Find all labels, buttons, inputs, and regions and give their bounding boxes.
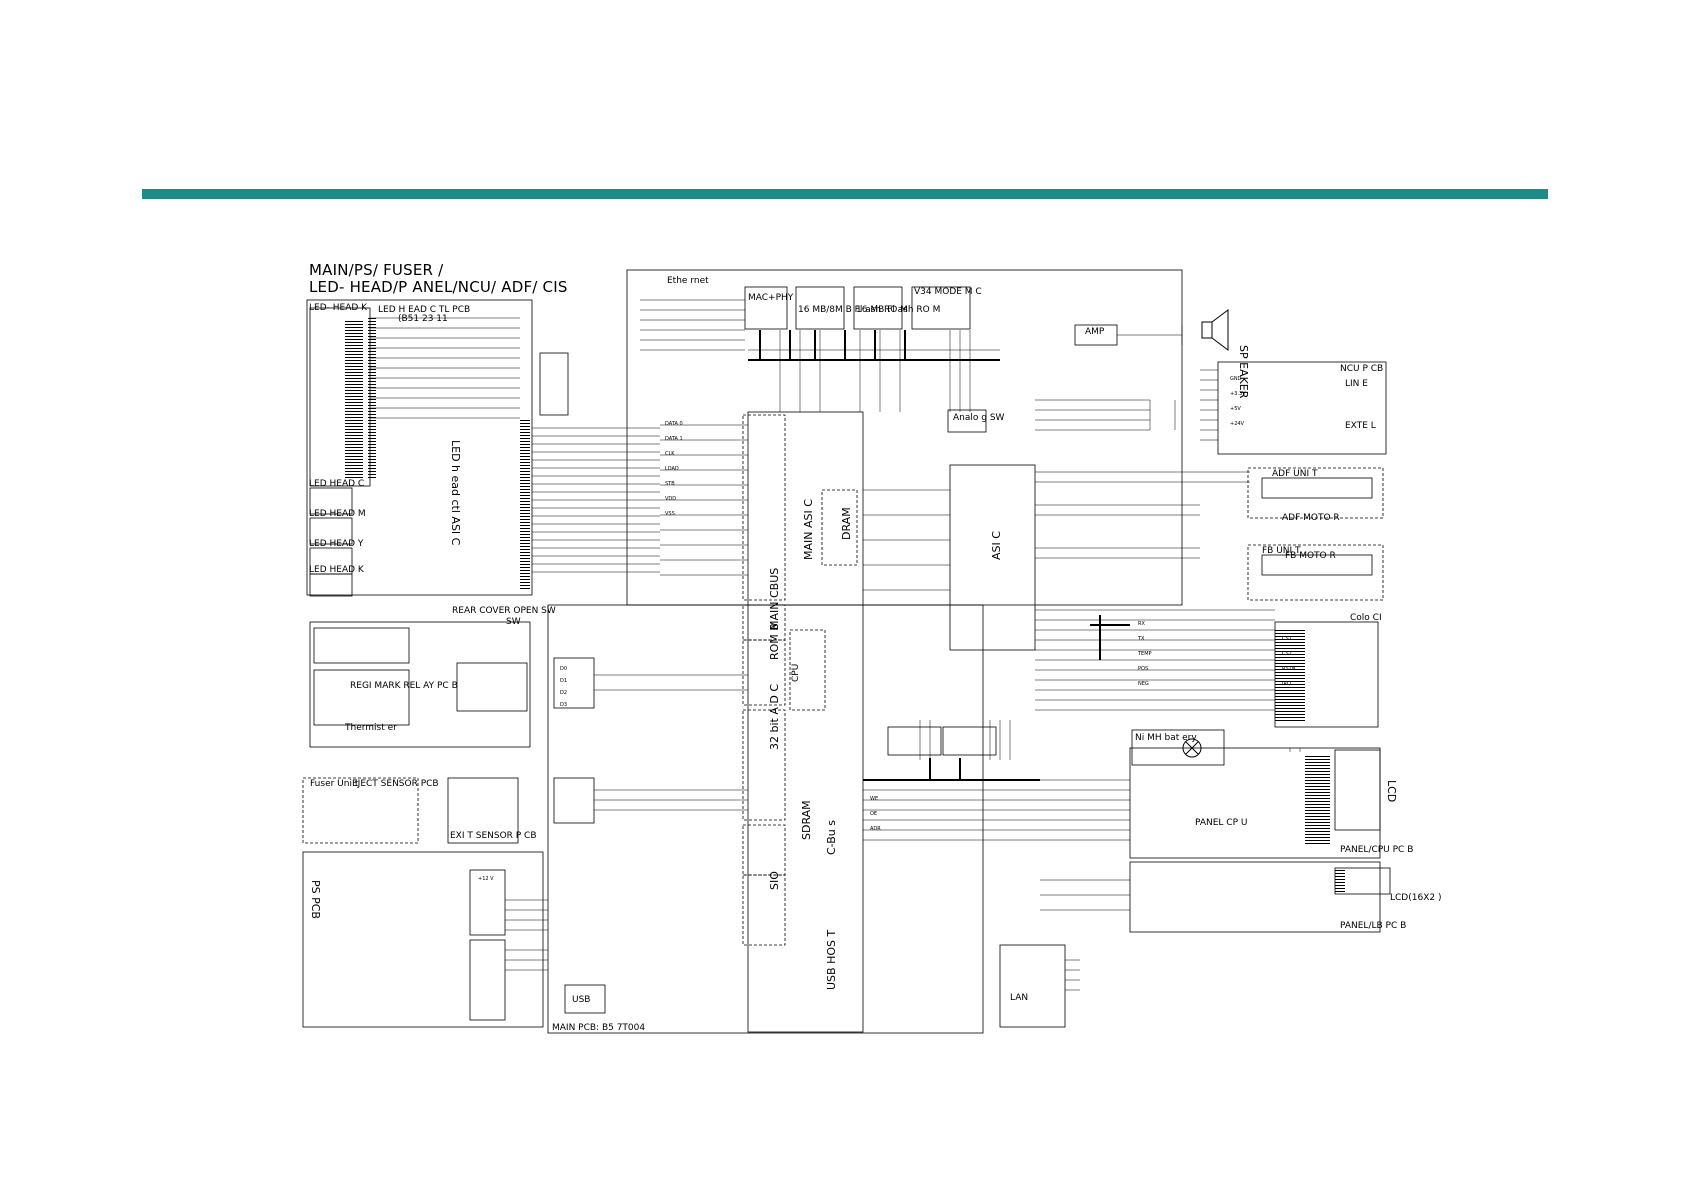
main-cbus-label: MAIN CBUS (768, 568, 781, 630)
fuser-unit-label: Fuser Uni t (310, 779, 359, 789)
thermistor-label: Thermist er (344, 723, 397, 733)
title-line-1: MAIN/PS/ FUSER / (309, 261, 444, 279)
main-pcb-label: MAIN PCB: B5 7T004 (552, 1023, 645, 1033)
fb-unit-label: FB UNI T (1262, 546, 1301, 556)
led-head-m-label: LED HEAD M (309, 509, 366, 519)
sdram-label: SDRAM (800, 800, 813, 840)
sio-label: SIO (768, 871, 781, 890)
pin-label: ADR (870, 826, 881, 832)
pin-label: NEG (1138, 681, 1149, 687)
sw-label: SW (506, 617, 521, 627)
analog-sw-label: Analo g SW (953, 413, 1005, 423)
v34-modem-label: V34 MODE M C (914, 287, 982, 297)
pin-label: +3.3V (1230, 391, 1246, 397)
pin-label: OE (870, 811, 877, 817)
pin-label: VDD (665, 496, 676, 502)
pin-label: TEMP (1137, 651, 1152, 657)
pin-label: D3 (560, 702, 567, 708)
asic-label: ASI C (990, 531, 1003, 560)
pin-label: IRQ (1282, 681, 1291, 687)
pin-label: DATA 1 (665, 436, 683, 442)
pin-label: CS1 (1282, 636, 1292, 642)
rom-b-label: ROM B (768, 623, 781, 660)
speaker-icon (1201, 309, 1229, 351)
panel-lower-pcb-label: PANEL/LB PC B (1340, 921, 1406, 931)
led-ctl-pcb-label: LED H EAD C TL PCB (378, 305, 470, 315)
pin-label: POS (1138, 666, 1148, 672)
pin-label: +5V (1230, 406, 1241, 412)
battery-icon (1182, 738, 1202, 758)
cis-label: Colo CI (1350, 613, 1382, 623)
pin-label: LOAD (665, 466, 679, 472)
pin-label: D2 (560, 690, 567, 696)
regi-mark-label: REGI MARK REL AY PC B (350, 681, 458, 691)
adf-motor-label: ADF MOTO R (1282, 513, 1340, 523)
pin-label: CS2 (1282, 651, 1292, 657)
dram-label: DRAM (840, 507, 853, 540)
ncu-line-label: LIN E (1345, 379, 1368, 389)
pin-label: VSS (665, 511, 675, 517)
page-title: MAIN/PS/ FUSER / LED- HEAD/P ANEL/NCU/ A… (309, 262, 568, 296)
fb-motor-label: FB MOTO R (1285, 551, 1336, 561)
lcd-label: LCD (1385, 780, 1398, 802)
lcd-line-label: LCD(16X2 ) (1390, 893, 1441, 903)
mac-phy-label: MAC+PHY (748, 293, 794, 303)
rear-cover-label: REAR COVER OPEN SW (452, 606, 556, 616)
ncu-ext-label: EXTE L (1345, 421, 1376, 431)
pin-label: +24V (1230, 421, 1245, 427)
panel-upper-pcb-label: PANEL/CPU PC B (1340, 845, 1413, 855)
ncu-pcb-label: NCU P CB (1340, 364, 1383, 374)
led-head-y-label: LED HEAD Y (309, 539, 364, 549)
speaker-label: SP EAKER (1237, 345, 1250, 399)
ps-pcb-label: PS PCB (309, 880, 322, 919)
pin-label: CLK (665, 451, 675, 457)
pin-label: WE (870, 796, 878, 802)
cbus-label: C-Bu s (825, 820, 838, 855)
pin-label: D1 (560, 678, 567, 684)
bus-32bit-label: 32 bit A D C (768, 684, 781, 750)
amp-label: AMP (1085, 327, 1105, 337)
pin-label: RX (1138, 621, 1145, 627)
pin-label: RSTN (1282, 666, 1296, 672)
flash-rom-2-label: 16 MB Fl ash RO M (856, 305, 940, 315)
pin-label: +12 V (478, 876, 494, 882)
title-line-2: LED- HEAD/P ANEL/NCU/ ADF/ CIS (309, 278, 568, 296)
panel-cpu-label: PANEL CP U (1195, 818, 1247, 828)
usb-label: USB (572, 995, 590, 1005)
led-head-c-label: LED HEAD C (309, 479, 364, 489)
led-head-k-top-label: LED- HEAD K (309, 303, 368, 313)
led-ctl-part-label: (B51 23 11 (398, 314, 448, 324)
pin-label: DATA 0 (665, 421, 683, 427)
pin-label: GND (1230, 376, 1242, 382)
main-asic-label: MAIN ASI C (802, 499, 815, 560)
usb-host-label: USB HOS T (825, 930, 838, 990)
exit-sensor-label: EXI T SENSOR P CB (450, 831, 537, 841)
nimh-battery-label: Ni MH bat ery (1135, 733, 1197, 743)
pin-label: STB (665, 481, 675, 487)
ethernet-label: Ethe rnet (667, 276, 709, 286)
adf-unit-label: ADF UNI T (1272, 469, 1318, 479)
pin-label: D0 (560, 666, 567, 672)
eject-sensor-label: EJECT SENSOR PCB (352, 779, 439, 789)
flash-rom-1-label: 16 MB/8M B Fl ash RO M (798, 305, 908, 315)
led-head-k-label: LED HEAD K (309, 565, 365, 575)
cpu-label: CPU (791, 664, 801, 682)
pin-label: TX (1137, 636, 1145, 642)
title-band (142, 189, 1548, 199)
led-asic-label: LED h ead ctl ASI C (449, 440, 462, 546)
lan-label: LAN (1010, 993, 1028, 1003)
